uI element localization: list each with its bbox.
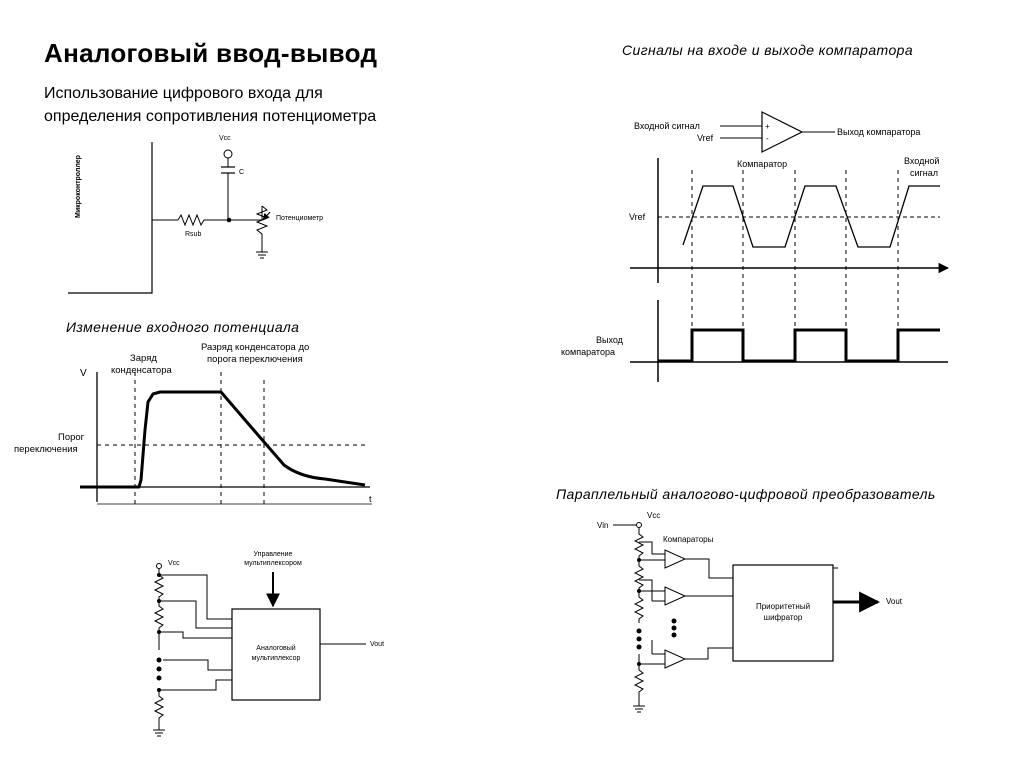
adc-comparator-top: [639, 541, 733, 579]
pot-junction: [226, 217, 232, 223]
comparator-output-waveform: [658, 328, 940, 363]
input-graph-title: Изменение входного потенциала: [66, 319, 300, 335]
potentiometer-wiper: [262, 211, 271, 221]
comparator-vref-label: Vref: [697, 133, 714, 143]
comparator-minus: -: [766, 134, 769, 143]
comparator-output-label: Выход компаратора: [837, 127, 920, 137]
adc-resistor-ladder: [633, 528, 645, 700]
comparator-diagram: Входной сигнал Vref + - Выход компаратор…: [561, 111, 950, 382]
adc-ladder-ellipsis: [636, 628, 642, 650]
adc-comparator-middle: [639, 579, 733, 606]
priority-encoder-block: [732, 564, 834, 662]
input-potential-curve: [80, 390, 366, 489]
adc-vcc-terminal: [636, 522, 642, 528]
slide-title: Аналоговый ввод-вывод: [44, 38, 378, 68]
charge-label-line-2: конденсатора: [111, 365, 173, 376]
input-signal-label-line-1: Входной: [904, 156, 939, 166]
pot-circuit: Микроконтроллер Rsub Vcc C Потенциометр: [68, 135, 323, 294]
slide-subtitle: Использование цифрового входа для опреде…: [44, 82, 464, 128]
threshold-label-line-2: переключения: [14, 444, 78, 455]
rsub-resistor: [177, 213, 205, 227]
mux-resistor-ladder: [153, 569, 165, 726]
encoder-label-line-1: Приоритетный: [756, 602, 810, 611]
comparator-plus: +: [765, 122, 770, 131]
mcu-label: Микроконтроллер: [75, 155, 82, 218]
output-axis-label-line-2: компаратора: [561, 347, 615, 357]
subtitle-line-2: определения сопротивления потенциометра: [44, 108, 377, 125]
comparator-graph-label: Компаратор: [737, 159, 787, 169]
pot-ground-icon: [256, 251, 268, 259]
charge-label-line-1: Заряд: [130, 353, 157, 364]
mux-control-label-line-1: Управление: [254, 551, 293, 558]
mux-block-label-line-1: Аналоговый: [256, 644, 296, 652]
input-graph-y-label: V: [80, 368, 87, 379]
rsub-label: Rsub: [185, 231, 201, 238]
encoder-label-line-2: шифратор: [764, 613, 803, 622]
mux-input-wires: [159, 574, 232, 691]
adc-title: Параплельный аналогово-цифровой преобраз…: [556, 486, 936, 502]
adc-diagram: Vin Vcc Компараторы: [597, 511, 903, 713]
adc-vout-label: Vout: [886, 597, 903, 606]
mux-block: [231, 608, 321, 701]
mux-vcc-terminal: [156, 563, 162, 569]
output-axis-label-line-1: Выход: [596, 335, 624, 345]
input-graph-x-label: t: [369, 494, 372, 504]
mux-ellipsis-dots: [156, 657, 162, 681]
subtitle-line-1: Использование цифрового входа для: [44, 85, 323, 102]
input-graph: V t Заряд конденсатора Разряд конденсато…: [14, 342, 372, 505]
potentiometer-label: Потенциометр: [276, 215, 323, 222]
adc-ground-icon: [633, 700, 645, 713]
input-signal-label-line-2: сигнал: [910, 168, 938, 178]
mux-vcc-label: Vcc: [168, 560, 180, 567]
mux-block-label-line-2: мультиплексор: [252, 655, 301, 662]
adc-comparators-label: Компараторы: [663, 535, 714, 544]
vcc-terminal: [223, 149, 233, 159]
vref-axis-label: Vref: [629, 212, 646, 222]
mux-vout-label: Vout: [370, 641, 384, 648]
adc-vin-label: Vin: [597, 521, 608, 530]
comparator-input-label: Входной сигнал: [634, 121, 700, 131]
vcc-label: Vcc: [219, 135, 231, 142]
discharge-label-line-1: Разряд конденсатора до: [201, 342, 309, 353]
potentiometer-resistor: [255, 205, 269, 252]
threshold-label-line-1: Порог: [58, 432, 85, 443]
mcu-outline: [68, 142, 153, 294]
mux-ground-icon: [153, 726, 165, 737]
adc-comparator-bottom: [639, 640, 733, 669]
mux-circuit: Vcc: [153, 551, 384, 737]
capacitor-label: C: [239, 169, 244, 176]
adc-comparator-ellipsis: [671, 618, 677, 638]
input-signal-curve: [682, 185, 940, 248]
mux-control-label-line-2: мультиплексором: [244, 560, 302, 567]
discharge-label-line-2: порога переключения: [207, 354, 303, 365]
adc-vcc-label: Vcc: [647, 511, 660, 520]
comparator-title: Сигналы на входе и выходе компаратора: [622, 42, 913, 58]
comparator-symbol: [761, 111, 804, 153]
